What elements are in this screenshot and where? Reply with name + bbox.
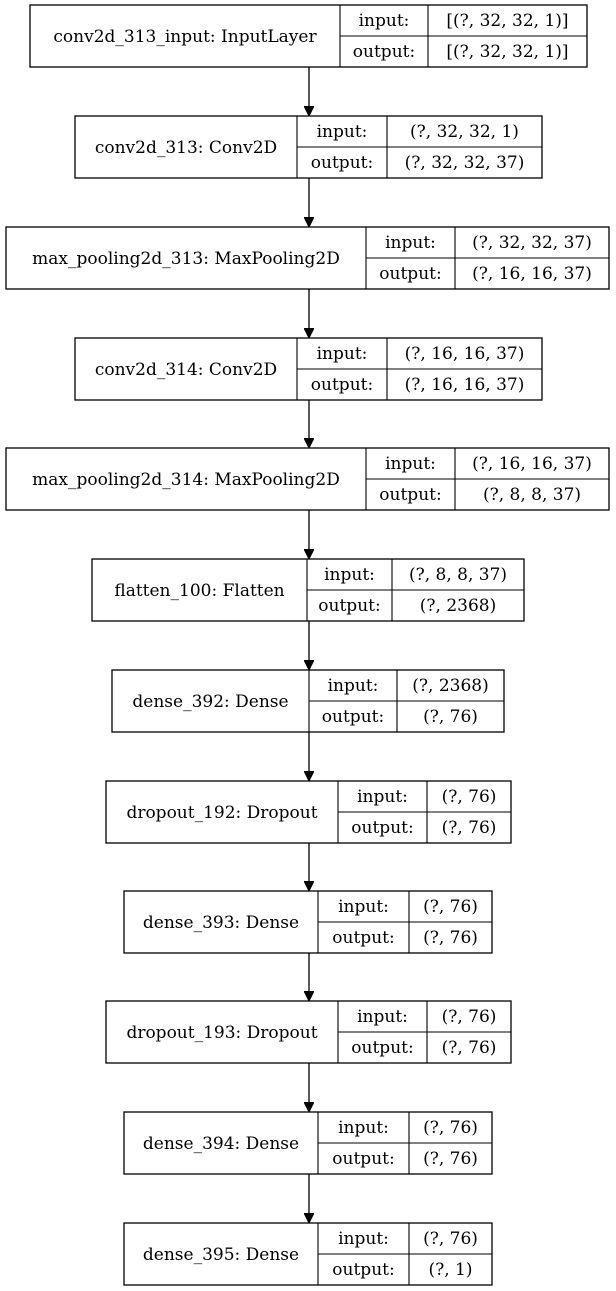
layer-node: conv2d_314: Conv2D input: output: (?, 16, 1…	[74, 337, 543, 401]
output-shape: (?, 76)	[442, 1038, 497, 1058]
layer-node: flatten_100: Flatten input: output: (?, 8, …	[91, 558, 525, 622]
output-label: output:	[322, 707, 384, 727]
input-label: input:	[359, 11, 410, 31]
layer-node: conv2d_313_input: InputLayer input: output…	[29, 4, 588, 68]
layer-label: dropout_193: Dropout	[126, 1023, 317, 1043]
layer-node: dense_392: Dense input: output: (?, 2368) (?…	[111, 669, 505, 733]
input-shape: [(?, 32, 32, 1)]	[446, 11, 568, 31]
layer-node: max_pooling2d_313: MaxPooling2D input: out…	[5, 226, 610, 290]
input-shape: (?, 32, 32, 1)	[410, 122, 519, 142]
input-shape: (?, 16, 16, 37)	[472, 454, 592, 474]
layer-node: dense_393: Dense input: output: (?, 76) (?, …	[123, 890, 493, 954]
output-label: output:	[311, 153, 373, 173]
output-label: output:	[318, 596, 380, 616]
input-label: input:	[317, 122, 368, 142]
layer-label: dense_395: Dense	[143, 1245, 299, 1265]
input-shape: (?, 76)	[423, 1118, 478, 1138]
input-shape: (?, 76)	[423, 1229, 478, 1249]
layer-node: dropout_192: Dropout input: output: (?, 76)…	[105, 780, 512, 844]
input-label: input:	[338, 1229, 389, 1249]
output-shape: (?, 76)	[423, 1149, 478, 1169]
layer-label: dense_392: Dense	[132, 692, 288, 712]
output-shape: (?, 16, 16, 37)	[405, 375, 525, 395]
output-label: output:	[379, 264, 441, 284]
input-shape: (?, 76)	[423, 897, 478, 917]
output-shape: (?, 16, 16, 37)	[472, 264, 592, 284]
input-shape: (?, 76)	[442, 1007, 497, 1027]
input-shape: (?, 32, 32, 37)	[472, 233, 592, 253]
output-shape: (?, 2368)	[420, 596, 496, 616]
input-label: input:	[385, 454, 436, 474]
input-label: input:	[338, 1118, 389, 1138]
input-label: input:	[328, 676, 379, 696]
output-shape: (?, 76)	[442, 818, 497, 838]
input-label: input:	[357, 1007, 408, 1027]
nodes: conv2d_313_input: InputLayer input: output…	[5, 4, 610, 1286]
input-shape: (?, 76)	[442, 787, 497, 807]
output-label: output:	[332, 1149, 394, 1169]
layer-label: max_pooling2d_313: MaxPooling2D	[32, 249, 340, 269]
input-label: input:	[317, 344, 368, 364]
input-shape: (?, 16, 16, 37)	[405, 344, 525, 364]
output-shape: (?, 76)	[423, 928, 478, 948]
input-label: input:	[324, 565, 375, 585]
output-label: output:	[311, 375, 373, 395]
layer-node: dense_394: Dense input: output: (?, 76) (?, …	[123, 1111, 493, 1175]
layer-label: dropout_192: Dropout	[126, 803, 317, 823]
input-label: input:	[338, 897, 389, 917]
layer-node: conv2d_313: Conv2D input: output: (?, 32, 3…	[74, 115, 543, 179]
output-shape: (?, 32, 32, 37)	[405, 153, 525, 173]
layer-label: flatten_100: Flatten	[114, 581, 284, 601]
output-label: output:	[351, 818, 413, 838]
layer-label: dense_393: Dense	[143, 913, 299, 933]
layer-label: conv2d_313: Conv2D	[95, 138, 277, 158]
input-label: input:	[385, 233, 436, 253]
input-label: input:	[357, 787, 408, 807]
input-shape: (?, 2368)	[412, 676, 488, 696]
output-label: output:	[332, 1260, 394, 1280]
output-label: output:	[351, 1038, 413, 1058]
input-shape: (?, 8, 8, 37)	[409, 565, 507, 585]
layer-label: conv2d_313_input: InputLayer	[53, 27, 317, 47]
output-shape: (?, 8, 8, 37)	[483, 485, 581, 505]
output-label: output:	[332, 928, 394, 948]
output-shape: [(?, 32, 32, 1)]	[446, 42, 568, 62]
output-label: output:	[353, 42, 415, 62]
output-label: output:	[379, 485, 441, 505]
output-shape: (?, 1)	[428, 1260, 472, 1280]
layer-node: dense_395: Dense input: output: (?, 76) (?, …	[123, 1222, 493, 1286]
layer-label: dense_394: Dense	[143, 1134, 299, 1154]
output-shape: (?, 76)	[423, 707, 478, 727]
layer-label: conv2d_314: Conv2D	[95, 360, 277, 380]
layer-label: max_pooling2d_314: MaxPooling2D	[32, 470, 340, 490]
layer-node: dropout_193: Dropout input: output: (?, 76)…	[105, 1000, 512, 1064]
layer-node: max_pooling2d_314: MaxPooling2D input: out…	[5, 447, 610, 511]
